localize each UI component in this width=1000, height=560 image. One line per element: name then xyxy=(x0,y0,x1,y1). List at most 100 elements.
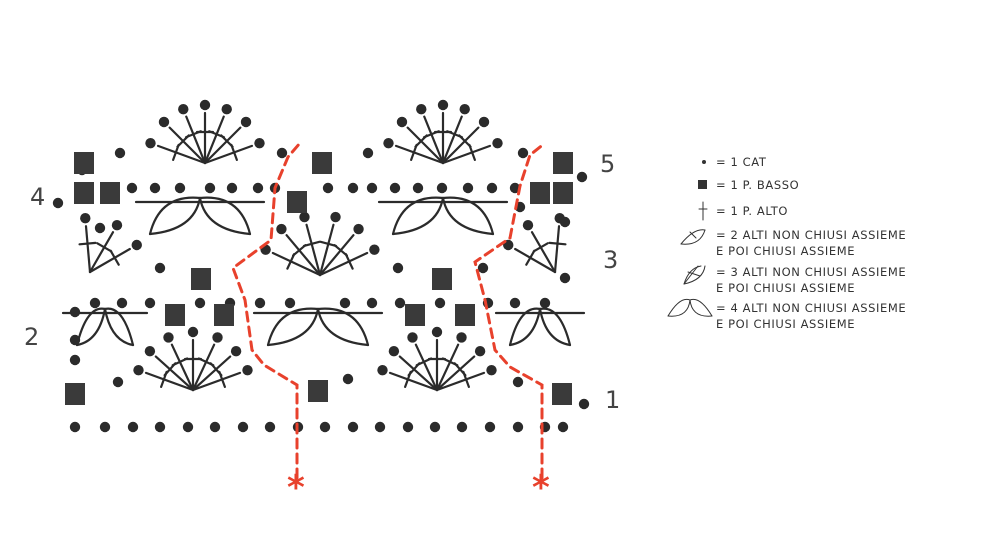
legend-two-line1: = 2 ALTI NON CHIUSI ASSIEME xyxy=(716,228,906,242)
shell-row5-left xyxy=(145,99,265,165)
cluster-leaf-right xyxy=(441,196,495,236)
double-crochet xyxy=(394,144,445,165)
chain-stitch xyxy=(284,297,296,309)
double-crochet xyxy=(203,144,254,165)
chain-stitch xyxy=(517,147,529,159)
picot-chain xyxy=(416,104,427,115)
double-crochet xyxy=(84,225,92,274)
double-crochet xyxy=(154,355,195,392)
picot-chain xyxy=(131,239,142,251)
cluster-row4-right xyxy=(377,196,509,236)
chain-stitch xyxy=(322,182,334,194)
start-marker-right: * xyxy=(532,468,550,508)
cluster-leaf-right xyxy=(538,307,572,347)
picot-chain xyxy=(383,137,394,149)
chain-stitch xyxy=(576,171,588,183)
double-crochet xyxy=(305,223,322,277)
cluster-leaf-left xyxy=(266,307,320,347)
picot-chain xyxy=(199,99,211,111)
chain-stitch xyxy=(99,421,111,433)
cluster-row2-right xyxy=(494,307,586,347)
chain-stitch xyxy=(559,272,571,284)
legend-four-line2: E POI CHIUSI ASSIEME xyxy=(716,317,855,331)
picot-chain xyxy=(133,364,144,376)
double-crochet-bar xyxy=(230,143,238,162)
chain-stitch xyxy=(89,297,101,309)
chain-stitch xyxy=(339,297,351,309)
chain-stitch xyxy=(194,297,206,309)
double-crochet xyxy=(398,355,439,392)
single-crochet xyxy=(432,268,452,290)
cluster-3-icon xyxy=(683,265,706,285)
chain-stitch xyxy=(127,421,139,433)
cluster-row2-mid xyxy=(252,307,384,347)
cluster-leaf-left xyxy=(148,196,202,236)
chain-stitch xyxy=(226,182,238,194)
picot-chain xyxy=(242,364,253,376)
chain-stitch xyxy=(429,421,441,433)
picot-chain xyxy=(353,223,364,235)
double-crochet xyxy=(168,126,207,165)
double-crochet-bar xyxy=(78,241,97,246)
double-crochet xyxy=(318,234,355,277)
picot-chain xyxy=(240,116,252,128)
single-crochet xyxy=(65,383,85,405)
legend-three-line1: = 3 ALTI NON CHIUSI ASSIEME xyxy=(716,265,906,279)
chain-stitch xyxy=(462,182,474,194)
double-crochet xyxy=(88,247,131,274)
chain-stitch xyxy=(126,182,138,194)
shell-row3-left-half xyxy=(78,213,142,274)
chain-stitch xyxy=(144,297,156,309)
double-crochet-bar xyxy=(525,249,536,266)
chain-stitch xyxy=(392,262,404,274)
double-crochet-bar xyxy=(548,241,567,246)
picot-chain xyxy=(437,99,449,111)
row-number-4: 4 xyxy=(30,183,45,211)
chain-stitch xyxy=(539,297,551,309)
double-crochet xyxy=(185,115,207,165)
picot-chain xyxy=(144,345,156,357)
picot-chain xyxy=(492,137,503,149)
chain-stitch xyxy=(557,421,569,433)
chain-stitch xyxy=(69,421,81,433)
double-crochet-bar xyxy=(344,253,354,270)
chain-stitch xyxy=(112,376,124,388)
double-crochet-bar xyxy=(286,253,296,270)
double-crochet xyxy=(423,115,445,165)
single-crochet xyxy=(191,268,211,290)
double-crochet xyxy=(414,343,439,392)
cluster-row4-left xyxy=(134,196,266,236)
legend: = 1 CAT = 1 P. BASSO = 1 P. ALTO = 2 ALT… xyxy=(667,155,906,331)
picot-chain xyxy=(369,244,380,255)
repeat-line-left xyxy=(231,141,302,480)
picot-chain xyxy=(111,220,123,231)
picot-chain xyxy=(522,220,534,231)
single-crochet xyxy=(74,182,94,204)
chain-stitch xyxy=(204,182,216,194)
chain-stitch xyxy=(412,182,424,194)
chain-stitch xyxy=(69,306,81,318)
chain-stitch xyxy=(342,373,354,385)
double-crochet-bar xyxy=(302,240,321,248)
double-crochet xyxy=(435,371,486,392)
chain-stitch xyxy=(477,262,489,274)
chain-stitch xyxy=(366,182,378,194)
chain-stitch xyxy=(237,421,249,433)
picot-chain xyxy=(377,364,388,376)
picot-chain xyxy=(230,345,242,357)
chain-stitch xyxy=(52,197,64,209)
double-crochet xyxy=(318,223,335,277)
chain-stitch xyxy=(362,147,374,159)
single-crochet xyxy=(405,304,425,326)
chain-stitch xyxy=(374,421,386,433)
double-crochet xyxy=(318,251,369,277)
double-crochet-bar xyxy=(292,244,307,257)
legend-basso: = 1 P. BASSO xyxy=(716,178,799,192)
chain-stitch xyxy=(154,262,166,274)
chain-stitch xyxy=(456,421,468,433)
double-crochet xyxy=(388,371,439,392)
picot-chain xyxy=(158,116,170,128)
chain-stitch xyxy=(69,354,81,366)
double-crochet xyxy=(553,225,561,274)
double-crochet xyxy=(406,126,445,165)
